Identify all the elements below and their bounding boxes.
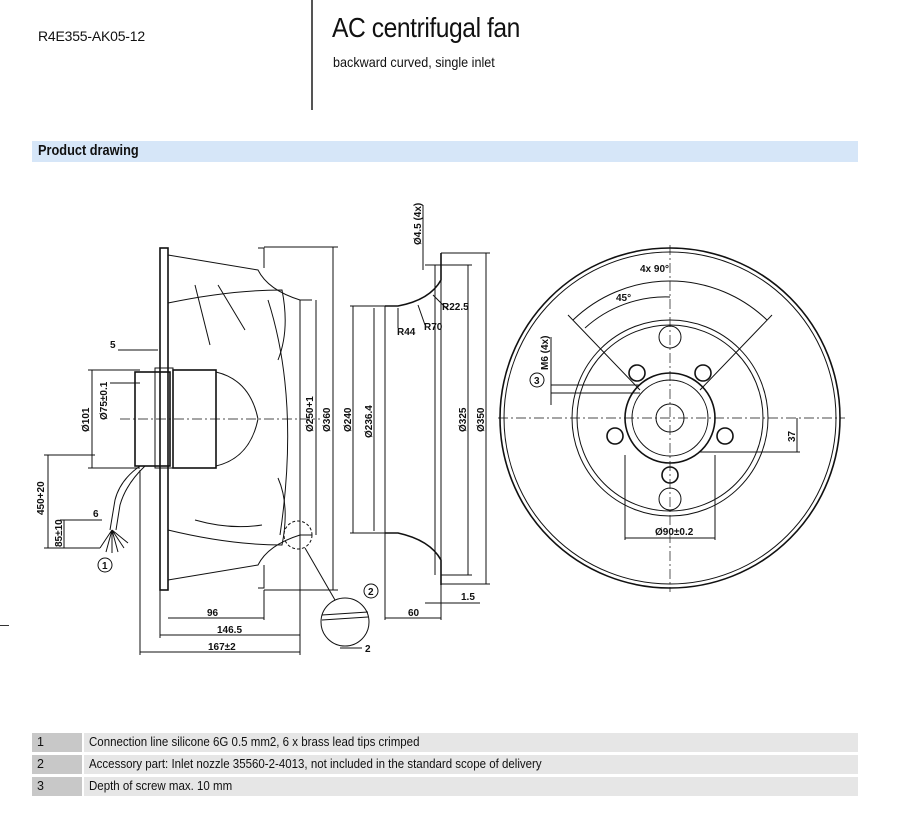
dim-d240: Ø240 (343, 407, 354, 432)
dim-37: 37 (787, 430, 798, 442)
dim-96: 96 (207, 608, 219, 619)
note-text: Depth of screw max. 10 mm (89, 779, 233, 793)
part-number: R4E355-AK05-12 (38, 28, 145, 44)
dim-450: 450+20 (36, 481, 47, 515)
dim-r44: R44 (397, 327, 416, 338)
dim-d325: Ø325 (458, 407, 469, 432)
dim-60: 60 (408, 608, 420, 619)
callout-1: 1 (102, 561, 108, 572)
dim-d4-5: Ø4.5 (4x) (413, 203, 424, 245)
dim-5: 5 (110, 340, 116, 351)
dim-d250: Ø250+1 (305, 396, 316, 432)
dim-167: 167±2 (208, 642, 236, 653)
dim-r70: R70 (424, 322, 443, 333)
angle-45: 45° (616, 293, 631, 304)
dim-d75: Ø75±0.1 (99, 381, 110, 420)
notes-table: 1 Connection line silicone 6G 0.5 mm2, 6 … (32, 733, 858, 799)
note-text: Connection line silicone 6G 0.5 mm2, 6 x… (89, 735, 420, 749)
note-row: 3 Depth of screw max. 10 mm (32, 777, 858, 796)
dim-6: 6 (93, 509, 99, 520)
dim-2: 2 (365, 644, 371, 655)
dim-85: 85±10 (54, 519, 65, 547)
dim-1-5: 1.5 (461, 592, 475, 603)
dim-d350: Ø350 (476, 407, 487, 432)
angle-4x90: 4x 90° (640, 264, 669, 275)
callout-3: 3 (534, 376, 540, 387)
thread-m6: M6 (4x) (540, 336, 551, 370)
callout-2: 2 (368, 587, 374, 598)
dim-d360: Ø360 (322, 407, 333, 432)
front-view: 4x 90° 45° M6 (4x) 3 37 Ø90±0.2 (498, 245, 845, 592)
dim-d90: Ø90±0.2 (655, 527, 694, 538)
margin-mark (0, 625, 9, 626)
note-row: 2 Accessory part: Inlet nozzle 35560-2-40… (32, 755, 858, 774)
note-number: 2 (32, 755, 82, 774)
dim-146-5: 146.5 (217, 625, 242, 636)
nozzle-view: Ø240 Ø236.4 Ø325 Ø350 Ø4.5 (4x) R22.5 R7… (343, 203, 490, 620)
product-subtitle: backward curved, single inlet (333, 54, 495, 70)
side-view: 5 Ø101 Ø75±0.1 450+20 85±10 6 1 Ø250+1 Ø… (36, 246, 379, 655)
note-row: 1 Connection line silicone 6G 0.5 mm2, 6 … (32, 733, 858, 752)
note-number: 3 (32, 777, 82, 796)
product-title: AC centrifugal fan (332, 12, 520, 43)
section-title: Product drawing (38, 143, 139, 159)
header-divider (311, 0, 313, 110)
dim-d236-4: Ø236.4 (364, 405, 375, 438)
note-number: 1 (32, 733, 82, 752)
dim-d101: Ø101 (81, 407, 92, 432)
section-header-product-drawing: Product drawing (32, 141, 858, 162)
dim-r22-5: R22.5 (442, 302, 469, 313)
note-text: Accessory part: Inlet nozzle 35560-2-401… (89, 757, 542, 771)
